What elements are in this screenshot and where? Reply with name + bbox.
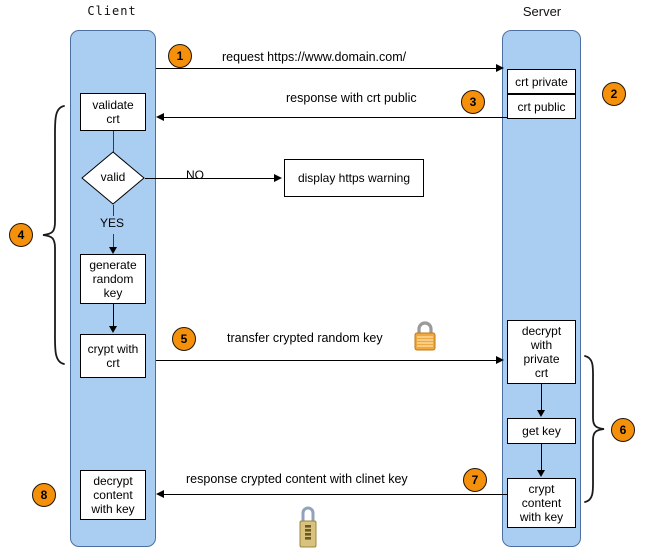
connector-generate-to-crypt	[113, 304, 114, 328]
message-label-response-content: response crypted content with clinet key	[186, 472, 408, 486]
box-crypt-content-with-key: crypt content with key	[507, 478, 576, 528]
box-label: crt private	[515, 74, 568, 89]
message-label-response-crt-public: response with crt public	[286, 91, 417, 105]
connector-getkey-to-crypt	[541, 444, 542, 471]
connector-no-branch	[145, 178, 275, 179]
badge-3: 3	[461, 90, 485, 114]
box-display-https-warning: display https warning	[284, 159, 424, 197]
box-decrypt-content-with-key: decrypt content with key	[80, 470, 146, 520]
box-line-3: with key	[91, 502, 135, 516]
message-label-transfer-key: transfer crypted random key	[227, 331, 383, 345]
box-line-2: content	[93, 488, 133, 502]
box-line-2: random	[92, 272, 134, 286]
box-decrypt-with-private-crt: decrypt with private crt	[507, 320, 576, 384]
box-crt-public: crt public	[507, 94, 576, 119]
arrowhead-no-branch	[274, 174, 282, 182]
brace-server-group	[583, 354, 607, 504]
decision-valid: valid	[81, 151, 145, 205]
box-line-3: with key	[519, 510, 564, 524]
edge-label-no: NO	[186, 168, 204, 182]
actor-title-server: Server	[522, 4, 562, 19]
connector-yes-to-generate	[113, 234, 114, 249]
badge-7: 7	[463, 468, 487, 492]
connector-decrypt-to-getkey	[541, 384, 542, 411]
box-line-1: decrypt	[521, 324, 562, 338]
arrowhead-response-crt-public	[156, 113, 164, 121]
box-line-1: decrypt	[93, 474, 133, 488]
arrowhead-crypt-content	[537, 470, 545, 477]
connector-validate-to-valid	[113, 131, 114, 152]
message-line-transfer-key	[156, 360, 499, 361]
box-line-1: generate	[89, 258, 137, 272]
message-label-request: request https://www.domain.com/	[222, 50, 407, 64]
box-line-3: key	[103, 286, 123, 300]
message-line-response-content	[163, 494, 507, 495]
box-line-3: private	[523, 352, 560, 366]
box-line-1: validate	[92, 98, 134, 112]
badge-6: 6	[611, 418, 635, 442]
box-get-key: get key	[507, 418, 576, 444]
box-line-2: crt	[106, 356, 120, 370]
message-line-request	[156, 68, 499, 69]
box-line-4: crt	[534, 366, 549, 380]
box-line-1: crypt with	[87, 342, 139, 356]
box-crt-private: crt private	[507, 69, 576, 94]
box-label: display https warning	[297, 171, 411, 185]
badge-4: 4	[9, 223, 33, 247]
badge-2: 2	[602, 82, 626, 106]
box-crypt-with-crt: crypt with crt	[80, 334, 146, 378]
padlock-icon	[411, 320, 439, 352]
arrowhead-get-key	[537, 410, 545, 417]
brace-client-group	[40, 104, 66, 366]
box-label: get key	[522, 424, 561, 438]
box-validate-crt: validate crt	[80, 93, 146, 131]
badge-8: 8	[32, 483, 56, 507]
box-label: crt public	[517, 99, 566, 114]
badge-1: 1	[168, 44, 192, 68]
box-line-1: crypt	[528, 482, 555, 496]
arrowhead-response-content	[156, 490, 164, 498]
arrowhead-crypt-with-crt	[109, 326, 117, 333]
actor-title-client: Client	[87, 4, 137, 18]
box-line-2: content	[521, 496, 562, 510]
box-generate-random-key: generate random key	[80, 254, 146, 304]
arrowhead-transfer-key	[496, 356, 504, 364]
arrowhead-generate	[109, 247, 117, 254]
edge-label-yes: YES	[98, 216, 127, 230]
combination-padlock-icon	[295, 502, 321, 550]
badge-5: 5	[172, 327, 196, 351]
message-line-response-crt-public	[163, 117, 507, 118]
box-line-2: crt	[106, 112, 120, 126]
box-line-2: with	[530, 338, 553, 352]
connector-valid-to-yes	[113, 205, 114, 222]
arrowhead-request	[496, 64, 504, 72]
